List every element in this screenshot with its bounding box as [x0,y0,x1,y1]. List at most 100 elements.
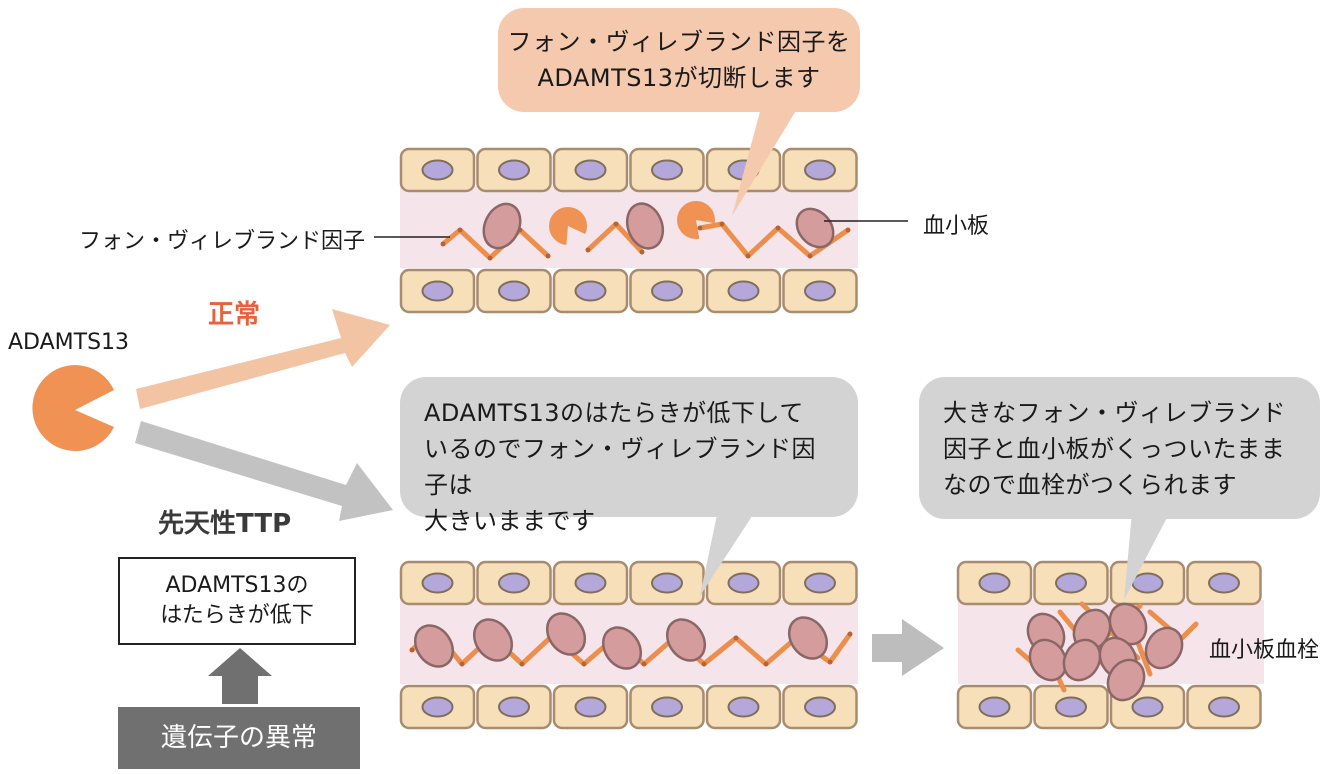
cell-nucleus [574,696,607,718]
platelet [413,624,455,668]
reduced-function-box: ADAMTS13の はたらきが低下 [118,557,356,645]
vwf-joint [827,659,833,665]
platelet [601,626,643,670]
cell-nucleus [574,280,607,302]
cell-nucleus [421,159,454,181]
cell-nucleus [804,696,836,718]
vwf-label: フォン・ヴィレブランド因子 [79,229,366,254]
vwf-joint [613,221,619,227]
adamts13-label: ADAMTS13 [8,330,130,355]
cell-nucleus [421,280,454,302]
adamts13-small-icon [677,201,716,239]
cell-nucleus [727,280,760,302]
callout-middle: ADAMTS13のはたらきが低下して いるのでフォン・ヴィレブランド因子は 大き… [400,377,858,535]
vwf-joint [545,253,551,259]
bubble-tail-middle [700,510,756,596]
vwf-joint [459,661,465,667]
vwf-joint [733,635,739,641]
callout-right-line-2: 因子と血小板がくっついたまま [943,435,1286,463]
vwf-joint [639,249,645,255]
cell-nucleus [651,572,683,594]
callout-top: フォン・ヴィレブランド因子を ADAMTS13が切断します [498,8,860,112]
vwf-joint [697,225,703,231]
vwf-joint [745,253,751,259]
vwf-joint [409,647,415,653]
vwf-fragment [697,221,851,259]
callout-right-line-3: なので血栓がつくられます [943,471,1237,499]
vwf-joint [487,255,493,261]
callout-middle-line-3: 大きいままです [424,507,596,535]
callout-middle-line-1: ADAMTS13のはたらきが低下して [424,399,804,427]
cell-nucleus [1131,696,1164,718]
platelet [795,207,835,249]
gene-abnormality-box: 遺伝子の異常 [118,707,360,769]
cell-nucleus [498,572,530,594]
vwf-joint [775,225,781,231]
callout-top-line-2: ADAMTS13が切断します [537,64,821,92]
cell-nucleus [574,159,607,181]
vwf-joint [763,661,769,667]
cell-nucleus [651,159,683,181]
vwf-joint [519,661,525,667]
callout-middle-line-2: いるのでフォン・ヴィレブランド因子は [424,435,816,499]
adamts13-small-icon [549,207,587,245]
reduced-function-line-2: はたらきが低下 [160,603,314,628]
vwf-joint [807,253,813,259]
platelet [1106,658,1146,702]
vwf-joint [457,227,463,233]
vwf-joint [585,247,591,253]
progression-arrow [872,619,944,676]
callout-right-line-1: 大きなフォン・ヴィレブランド [943,399,1286,427]
cell-nucleus [1055,696,1087,718]
vwf-joint [440,241,446,247]
normal-arrow [136,309,390,409]
cell-nucleus [498,159,530,181]
cause-arrow [208,648,272,704]
cell-nucleus [804,280,836,302]
cell-nucleus [727,696,760,718]
platelet [482,202,522,250]
cell-nucleus [421,572,454,594]
platelet [1144,626,1184,670]
cell-nucleus [978,696,1011,718]
adamts13-enzymes [549,201,716,245]
platelet [545,612,587,656]
platelets [413,202,1184,702]
bubble-tail-top [732,104,800,216]
platelet [787,616,829,660]
callout-top-line-1: フォン・ヴィレブランド因子を [507,28,851,56]
cell-nucleus [421,696,454,718]
normal-label: 正常 [208,300,261,330]
vwf-joint [847,631,853,637]
cell-nucleus [804,159,836,181]
cell-nucleus [727,572,760,594]
cell-nucleus [498,280,530,302]
vwf-joint [845,227,851,233]
ttp-arrow [135,421,393,521]
vwf-joint [641,661,647,667]
cell-nucleus [1208,696,1240,718]
cell-nucleus [498,696,530,718]
endothelial-cells [399,147,1262,730]
platelet [1062,638,1102,682]
platelet [1028,638,1068,682]
cell-nucleus [804,572,836,594]
vwf-joint [701,661,707,667]
reduced-function-line-1: ADAMTS13の [165,573,309,598]
adamts13-icon [32,365,114,451]
cell-nucleus [651,280,683,302]
platelet [665,618,707,662]
cell-nucleus [651,696,683,718]
platelet [625,202,665,250]
platelet-label: 血小板 [923,214,990,239]
cell-nucleus [1208,572,1240,594]
cell-nucleus [1131,572,1164,594]
cell-nucleus [574,572,607,594]
cell-nucleus [978,572,1011,594]
congenital-ttp-label: 先天性TTP [158,509,292,539]
platelet [472,618,514,662]
thrombus-label: 血小板血栓 [1209,638,1320,663]
platelet [1108,602,1148,646]
